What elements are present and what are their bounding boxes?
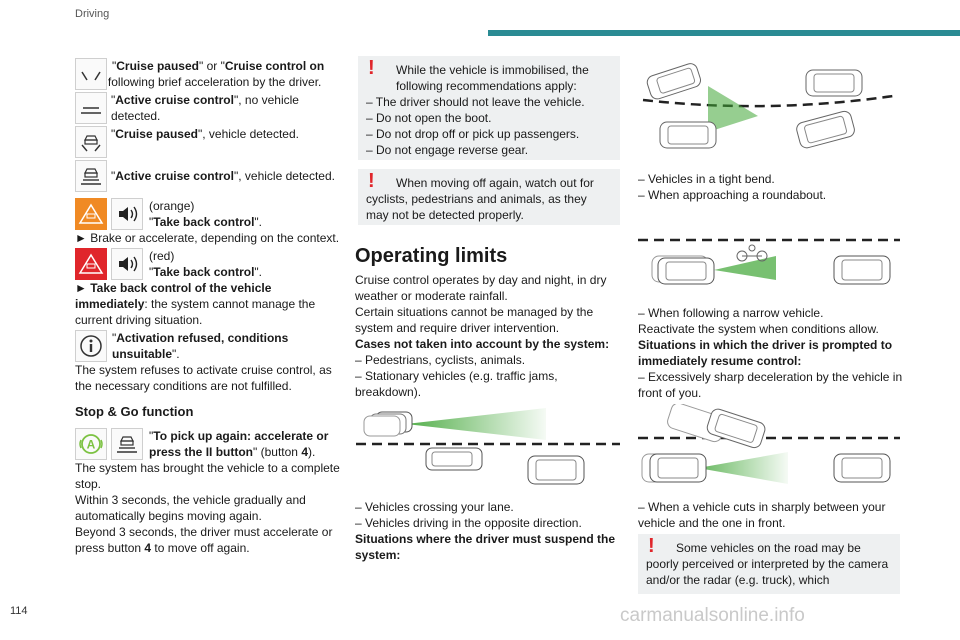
cruise-paused-icon	[75, 58, 107, 90]
bend-cars	[646, 63, 863, 149]
column-2-lower: – Vehicles crossing your lane. – Vehicle…	[355, 500, 616, 562]
operating-limits-heading: Operating limits	[355, 245, 508, 267]
column-2: Operating limits Cruise control operates…	[355, 244, 620, 400]
own-car	[651, 255, 715, 285]
sound-icon	[111, 248, 143, 280]
illustration-tight-bend	[642, 63, 894, 149]
take-back-immediately-text: ► Take back control of the vehicle immed…	[75, 281, 316, 327]
own-car	[363, 411, 413, 437]
front-car	[833, 453, 891, 483]
illustration-stationary-vehicles	[356, 408, 620, 485]
watermark: carmanualsonline.info	[620, 605, 805, 626]
para-active-no-vehicle: "Active cruise control", no vehicle dete…	[75, 92, 340, 124]
red-warning-icon	[75, 248, 107, 280]
para-take-back-orange: (orange)"Take back control".	[75, 198, 340, 230]
orange-warning-icon	[75, 198, 107, 230]
info-icon	[75, 330, 107, 362]
page-number: 114	[10, 605, 28, 617]
no-vehicle-icon	[75, 92, 107, 124]
vehicle-icon	[111, 428, 143, 460]
warning-box-moving-off: ! When moving off again, watch out for c…	[358, 169, 620, 225]
stationary-cars	[425, 447, 585, 485]
vehicle-detected-icon	[75, 160, 107, 192]
warning-icon: !	[368, 170, 375, 192]
para-paused-vehicle: "Cruise paused", vehicle detected.	[75, 126, 340, 158]
column-3-a: – Vehicles in a tight bend. – When appro…	[638, 172, 827, 202]
para-pick-up-again: A "To pick up again: accelerate or press…	[75, 428, 340, 460]
warning-icon: !	[368, 57, 375, 79]
column-1: "Cruise paused" or "Cruise control on ho…	[75, 58, 340, 556]
stop-go-text-3: Beyond 3 seconds, the driver must accele…	[75, 525, 333, 555]
vehicle-paused-icon	[75, 126, 107, 158]
warning-icon: !	[648, 535, 655, 557]
brake-or-accelerate-text: ► Brake or accelerate, depending on the …	[75, 231, 340, 245]
para-cruise-paused: "Cruise paused" or "Cruise control on ho…	[75, 58, 340, 90]
cutting-in-cars	[667, 404, 766, 449]
front-car	[833, 255, 891, 285]
stop-go-heading: Stop & Go function	[75, 404, 194, 419]
own-car	[641, 453, 707, 483]
warning-box-immobilised: ! While the vehicle is immobilised, the …	[358, 56, 620, 160]
stop-go-text-2: Within 3 seconds, the vehicle gradually …	[75, 493, 306, 523]
warning-box-poorly-perceived: ! Some vehicles on the road may be poorl…	[638, 534, 900, 594]
section-title: Driving	[75, 8, 110, 20]
para-take-back-red: (red)"Take back control".	[75, 248, 340, 280]
auto-a-icon: A	[75, 428, 107, 460]
illustration-narrow-vehicle	[638, 238, 900, 285]
header-accent-bar	[488, 30, 960, 36]
column-3-b: – When following a narrow vehicle. React…	[638, 306, 903, 400]
illustration-cut-in	[638, 404, 900, 484]
para-active-vehicle: "Active cruise control", vehicle detecte…	[75, 160, 340, 192]
column-3-c: – When a vehicle cuts in sharply between…	[638, 500, 886, 530]
svg-text:A: A	[87, 438, 96, 452]
para-activation-refused: "Activation refused, conditions unsuitab…	[75, 330, 332, 393]
stop-go-text-1: The system has brought the vehicle to a …	[75, 461, 340, 491]
cyclist	[736, 244, 768, 262]
sound-icon	[111, 198, 143, 230]
